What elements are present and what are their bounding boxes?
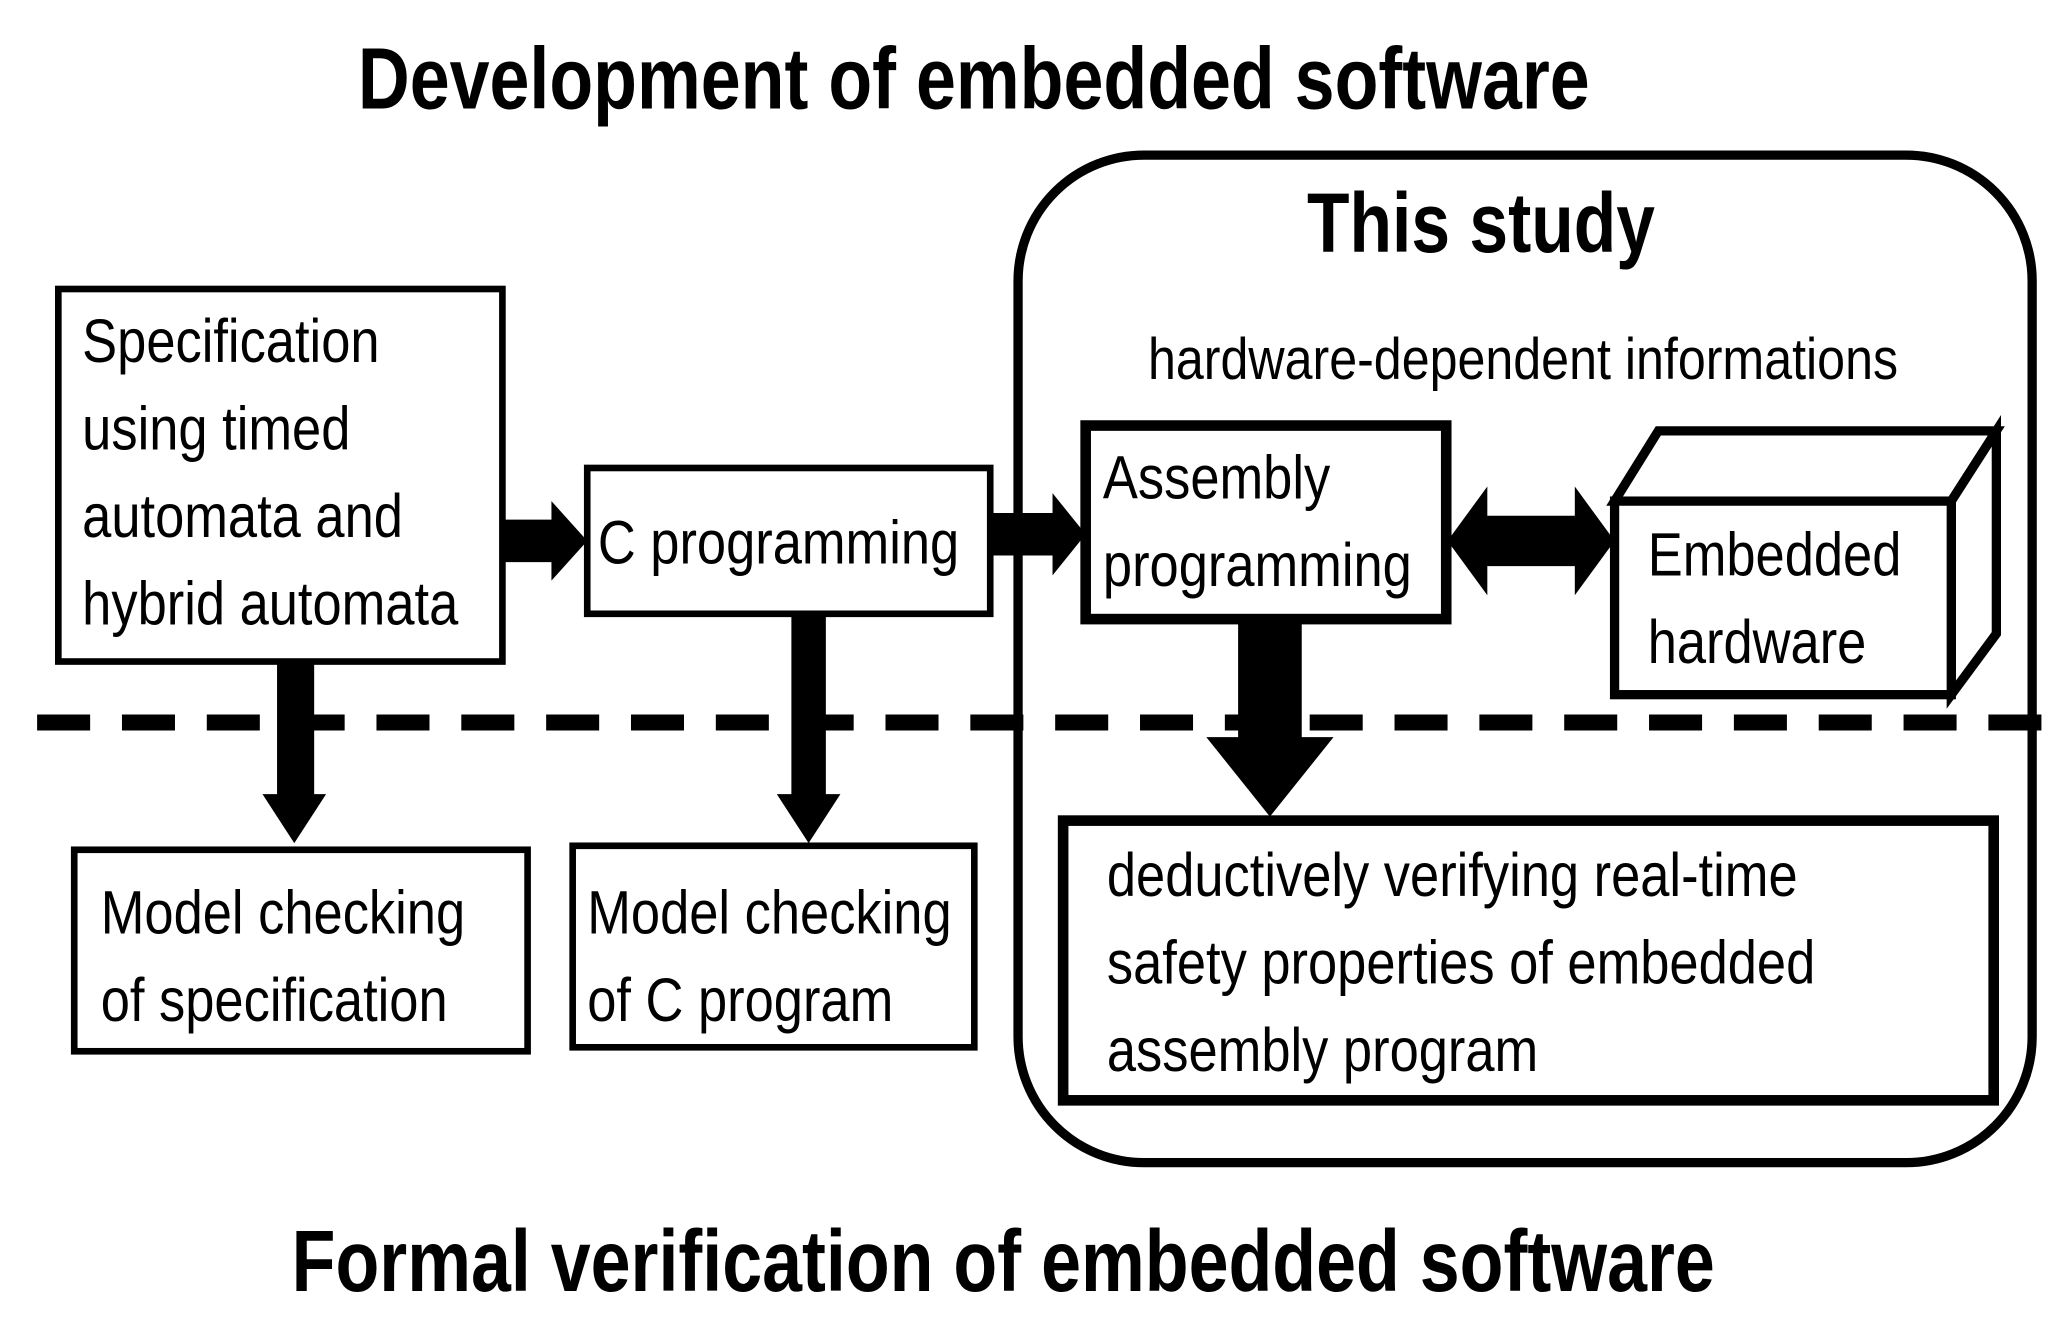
deductive-line: deductively verifying real-time — [1106, 840, 1798, 910]
c-programming-line: C programming — [597, 507, 960, 577]
hardware-dependent-note: hardware-dependent informations — [1147, 327, 1899, 393]
hardware-line: Embedded — [1647, 519, 1902, 589]
hardware-text: Embedded hardware — [1648, 510, 1902, 685]
arrow-c-to-assembly — [990, 493, 1086, 576]
model-spec-text: Model checking of specification — [101, 868, 465, 1043]
model-spec-line: of specification — [100, 965, 448, 1035]
model-c-line: of C program — [587, 965, 894, 1035]
assembly-box — [1080, 420, 1452, 625]
arrow-assembly-hardware — [1447, 486, 1615, 596]
arrow-spec-to-c — [502, 501, 588, 581]
title-formal-verification: Formal verification of embedded software — [291, 1211, 1715, 1310]
this-study-region — [1013, 150, 2037, 1168]
model-c-box — [569, 842, 978, 1051]
spec-line: hybrid automata — [82, 568, 459, 638]
arrow-spec-to-model — [262, 661, 327, 844]
deductive-line: safety properties of embedded — [1106, 927, 1816, 997]
title-development: Development of embedded software — [357, 29, 1590, 128]
spec-line: automata and — [82, 481, 403, 551]
assembly-line: Assembly — [1102, 442, 1331, 512]
assembly-text: Assembly programming — [1103, 434, 1412, 609]
model-spec-line: Model checking — [100, 877, 466, 947]
arrow-c-to-model — [776, 613, 841, 844]
assembly-line: programming — [1102, 530, 1412, 600]
spec-text: Specification using timed automata and h… — [82, 297, 458, 647]
c-programming-text: C programming — [598, 498, 959, 585]
deductive-text: deductively verifying real-time safety p… — [1107, 831, 1815, 1093]
spec-line: using timed — [82, 393, 351, 463]
c-programming-box — [583, 464, 994, 618]
hardware-box — [1606, 415, 2005, 709]
model-c-line: Model checking — [587, 877, 952, 947]
deductive-box — [1057, 815, 2000, 1106]
hardware-line: hardware — [1647, 607, 1867, 677]
this-study-title: This study — [1307, 174, 1655, 271]
deductive-line: assembly program — [1106, 1015, 1539, 1085]
spec-line: Specification — [82, 306, 380, 376]
model-spec-box — [70, 846, 531, 1055]
model-c-text: Model checking of C program — [587, 868, 951, 1043]
